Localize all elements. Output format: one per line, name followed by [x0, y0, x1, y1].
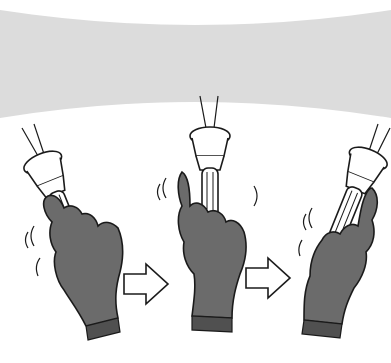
gloved-hand-icon [177, 170, 247, 319]
gloved-hand-icon [303, 187, 379, 325]
motion-lines-icon [24, 225, 41, 277]
gloved-hand-icon [42, 194, 124, 327]
ceiling-band [0, 10, 391, 118]
wire-icon [199, 95, 219, 129]
step-3 [298, 123, 391, 339]
motion-lines-icon [298, 207, 313, 257]
step-1 [21, 123, 124, 341]
step-2 [156, 95, 258, 333]
wire-icon [21, 123, 45, 157]
right-arrow-icon [245, 256, 292, 300]
motion-lines-icon [156, 177, 258, 207]
right-arrow-icon [123, 262, 170, 306]
